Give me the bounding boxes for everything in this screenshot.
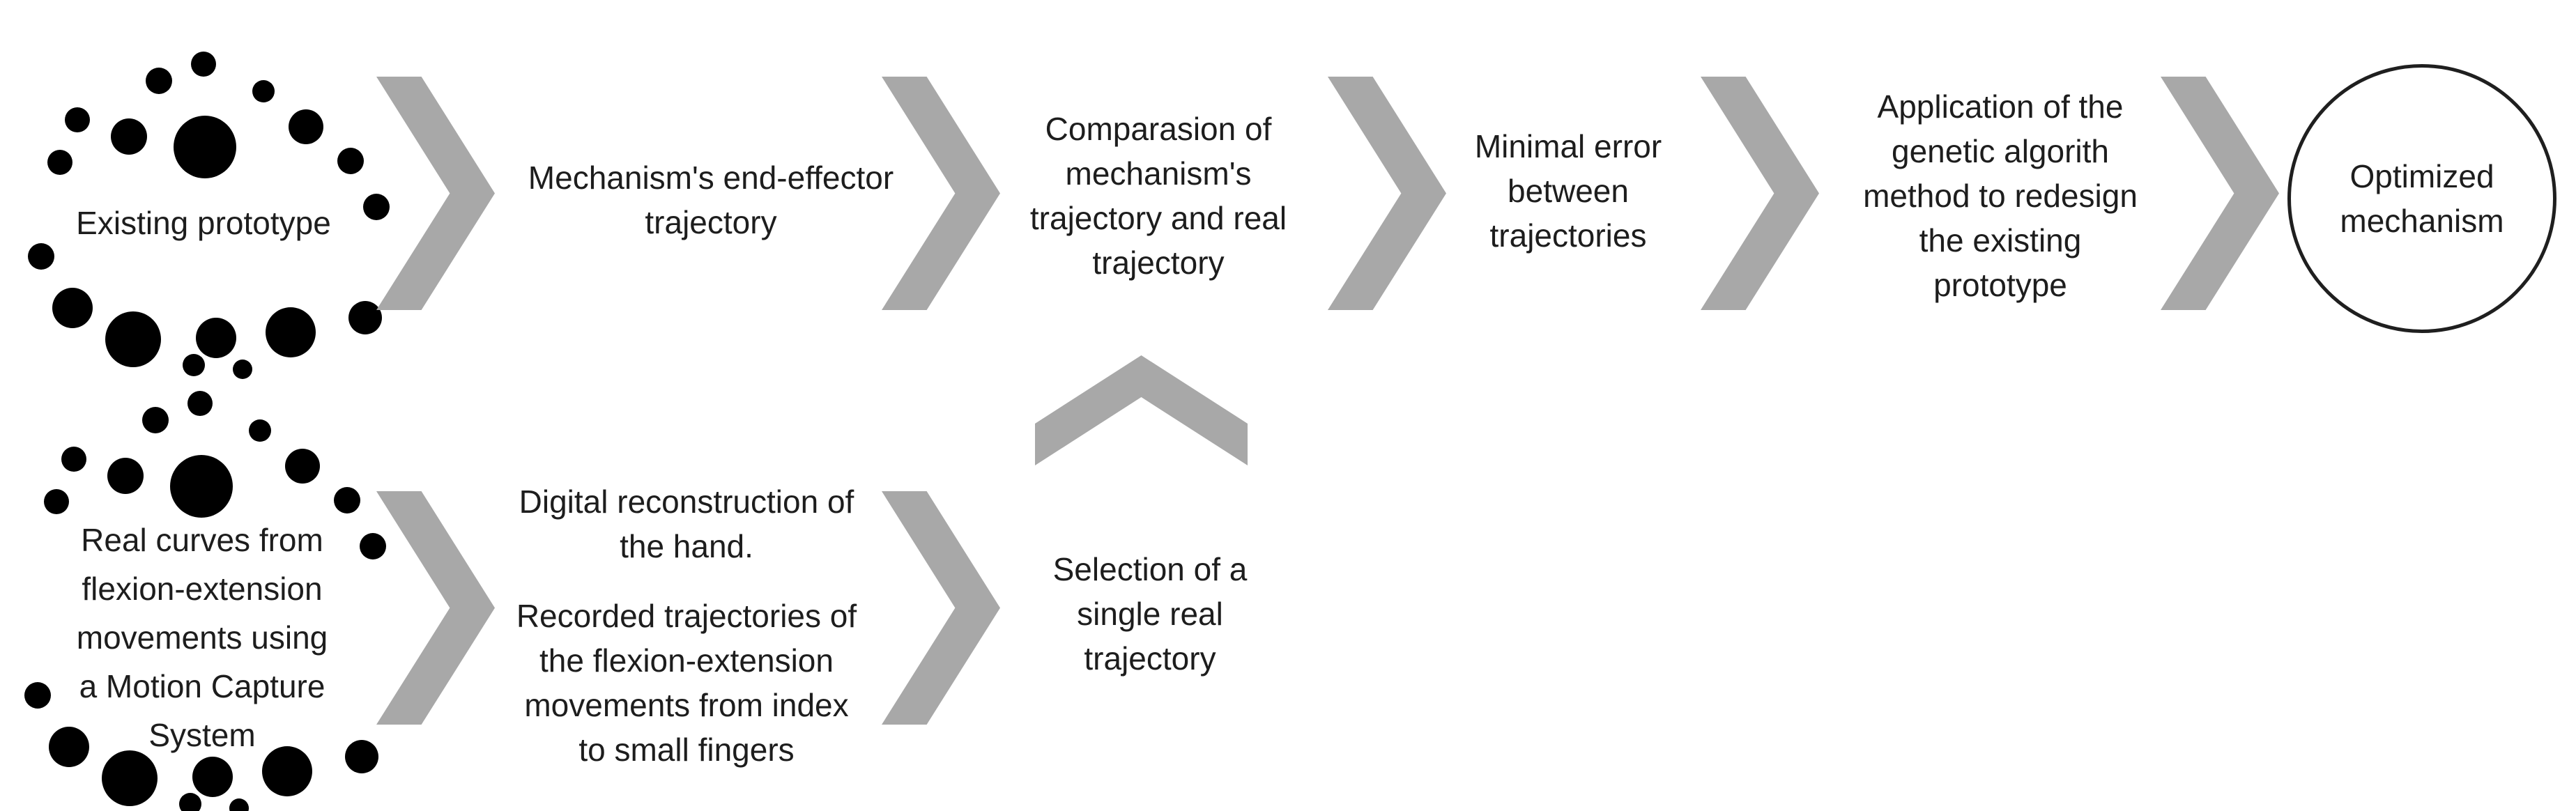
label-line: Real curves from <box>81 522 323 558</box>
label-line: Recorded trajectories of <box>516 598 857 634</box>
label-line: between <box>1508 173 1629 209</box>
label-line: Mechanism's end-effector <box>528 160 894 196</box>
label-line: to small fingers <box>578 732 795 768</box>
step-genetic-algorithm-redesign: Application of the genetic algorith meth… <box>1819 84 2182 307</box>
label-line: Selection of a <box>1052 551 1248 587</box>
label-line: a Motion Capture <box>79 668 325 704</box>
label-line: flexion-extension <box>82 571 323 607</box>
label-line: Application of the <box>1877 88 2124 125</box>
label-line: movements from index <box>524 687 849 723</box>
step-optimized-mechanism: Optimized mechanism <box>2340 154 2504 243</box>
circle-cluster-icon <box>47 52 390 220</box>
label-line: Minimal error <box>1474 128 1662 164</box>
step-comparison-of-trajectories: Comparasion of mechanism's trajectory an… <box>984 107 1333 285</box>
label-line: genetic algorith <box>1892 133 2109 169</box>
step-minimal-error: Minimal error between trajectories <box>1394 124 1742 258</box>
step-selection-single-trajectory: Selection of a single real trajectory <box>990 547 1310 681</box>
label-line: Digital reconstruction of <box>519 484 854 520</box>
upward-chevron-arrow-icon <box>1035 355 1248 465</box>
label-line: trajectories <box>1489 217 1647 254</box>
label-line: trajectory <box>1092 245 1225 281</box>
label-line: the flexion-extension <box>539 642 834 679</box>
step-mechanism-end-effector-trajectory: Mechanism's end-effector trajectory <box>484 155 937 245</box>
label-line: the hand. <box>620 528 753 564</box>
step-digital-reconstruction: Digital reconstruction of the hand. <box>470 479 903 569</box>
label-line: trajectory and real <box>1029 200 1287 236</box>
label-line: the existing <box>1919 222 2082 258</box>
label-line: Comparasion of <box>1045 111 1272 147</box>
step-existing-prototype: Existing prototype <box>29 201 378 245</box>
label-line: single real <box>1077 596 1223 632</box>
label-line: Existing prototype <box>76 205 331 241</box>
label-line: trajectory <box>645 204 777 240</box>
step-recorded-trajectories: Recorded trajectories of the flexion-ext… <box>470 594 903 772</box>
label-line: trajectory <box>1084 640 1216 677</box>
label-line: mechanism <box>2340 203 2504 239</box>
label-line: System <box>148 717 256 753</box>
label-line: movements using <box>76 619 328 656</box>
label-line: prototype <box>1933 267 2067 303</box>
label-line: mechanism's <box>1065 155 1252 192</box>
label-line: method to redesign <box>1863 178 2138 214</box>
label-line: Optimized <box>2349 158 2494 194</box>
step-real-curves-motion-capture: Real curves from flexion-extension movem… <box>35 516 369 759</box>
optimized-mechanism-circle: Optimized mechanism <box>2287 64 2556 333</box>
